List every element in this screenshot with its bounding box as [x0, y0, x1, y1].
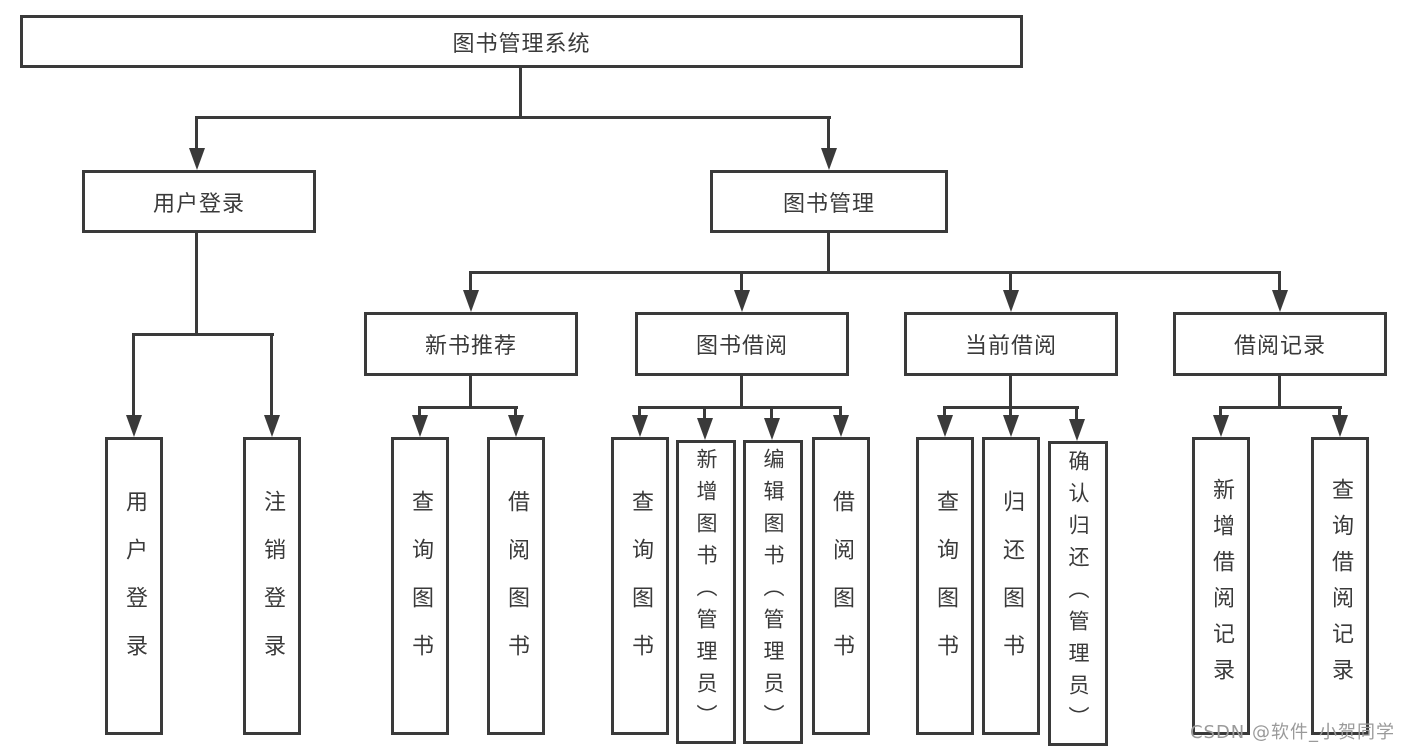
arrowhead — [1213, 415, 1229, 437]
node-book-borrow: 图书借阅 — [635, 312, 849, 376]
connector-line — [1219, 406, 1342, 409]
connector-line — [132, 333, 274, 336]
connector-line — [469, 271, 1281, 274]
arrowhead — [821, 148, 837, 170]
connector-line — [132, 334, 135, 419]
node-leaf-add-book-admin: 新增图书（管理员） — [676, 440, 736, 744]
watermark: CSDN @软件_小贺同学 — [1189, 722, 1395, 743]
arrowhead — [764, 418, 780, 440]
connector-line — [270, 334, 273, 419]
arrowhead — [697, 418, 713, 440]
connector-line — [638, 407, 641, 420]
connector-line — [1278, 376, 1281, 409]
arrowhead — [1272, 290, 1288, 312]
connector-line — [1075, 407, 1078, 423]
node-leaf-borrow-book-2: 借阅图书 — [812, 437, 870, 735]
arrowhead — [1332, 415, 1348, 437]
arrowhead — [264, 415, 280, 437]
connector-line — [827, 232, 830, 274]
connector-line — [1338, 407, 1341, 420]
connector-line — [418, 406, 518, 409]
node-root: 图书管理系统 — [20, 15, 1023, 68]
node-book-management-branch: 图书管理 — [710, 170, 948, 233]
connector-line — [514, 407, 517, 420]
node-new-book-recommend: 新书推荐 — [364, 312, 578, 376]
node-leaf-logout: 注销登录 — [243, 437, 301, 735]
connector-line — [827, 117, 830, 153]
node-leaf-query-borrow-record: 查询借阅记录 — [1311, 437, 1369, 735]
arrowhead — [1003, 290, 1019, 312]
node-user-login-branch: 用户登录 — [82, 170, 316, 233]
connector-line — [770, 407, 773, 422]
node-leaf-query-book-2: 查询图书 — [611, 437, 669, 735]
connector-line — [195, 116, 831, 119]
node-leaf-confirm-return-admin: 确认归还（管理员） — [1048, 441, 1108, 746]
node-leaf-query-book-3: 查询图书 — [916, 437, 974, 735]
connector-line — [1009, 376, 1012, 409]
connector-line — [469, 272, 472, 294]
connector-line — [1278, 272, 1281, 294]
connector-line — [638, 406, 842, 409]
connector-line — [839, 407, 842, 420]
connector-line — [1009, 272, 1012, 294]
connector-line — [1219, 407, 1222, 420]
node-leaf-user-login: 用户登录 — [105, 437, 163, 735]
node-borrow-records: 借阅记录 — [1173, 312, 1387, 376]
arrowhead — [1069, 419, 1085, 441]
arrowhead — [1003, 415, 1019, 437]
connector-line — [740, 376, 743, 409]
connector-line — [519, 68, 522, 118]
arrowhead — [937, 415, 953, 437]
arrowhead — [833, 415, 849, 437]
connector-line — [943, 407, 946, 420]
node-leaf-add-borrow-record: 新增借阅记录 — [1192, 437, 1250, 735]
connector-line — [418, 407, 421, 420]
connector-line — [195, 117, 198, 153]
arrowhead — [412, 415, 428, 437]
arrowhead — [632, 415, 648, 437]
arrowhead — [463, 290, 479, 312]
connector-line — [703, 407, 706, 422]
connector-line — [1009, 407, 1012, 420]
node-leaf-edit-book-admin: 编辑图书（管理员） — [743, 440, 803, 744]
arrowhead — [189, 148, 205, 170]
node-leaf-query-book-1: 查询图书 — [391, 437, 449, 735]
arrowhead — [126, 415, 142, 437]
arrowhead — [734, 290, 750, 312]
connector-line — [469, 376, 472, 409]
arrowhead — [508, 415, 524, 437]
node-leaf-borrow-book-1: 借阅图书 — [487, 437, 545, 735]
node-current-borrow: 当前借阅 — [904, 312, 1118, 376]
connector-line — [740, 272, 743, 294]
node-leaf-return-book: 归还图书 — [982, 437, 1040, 735]
connector-line — [195, 232, 198, 336]
